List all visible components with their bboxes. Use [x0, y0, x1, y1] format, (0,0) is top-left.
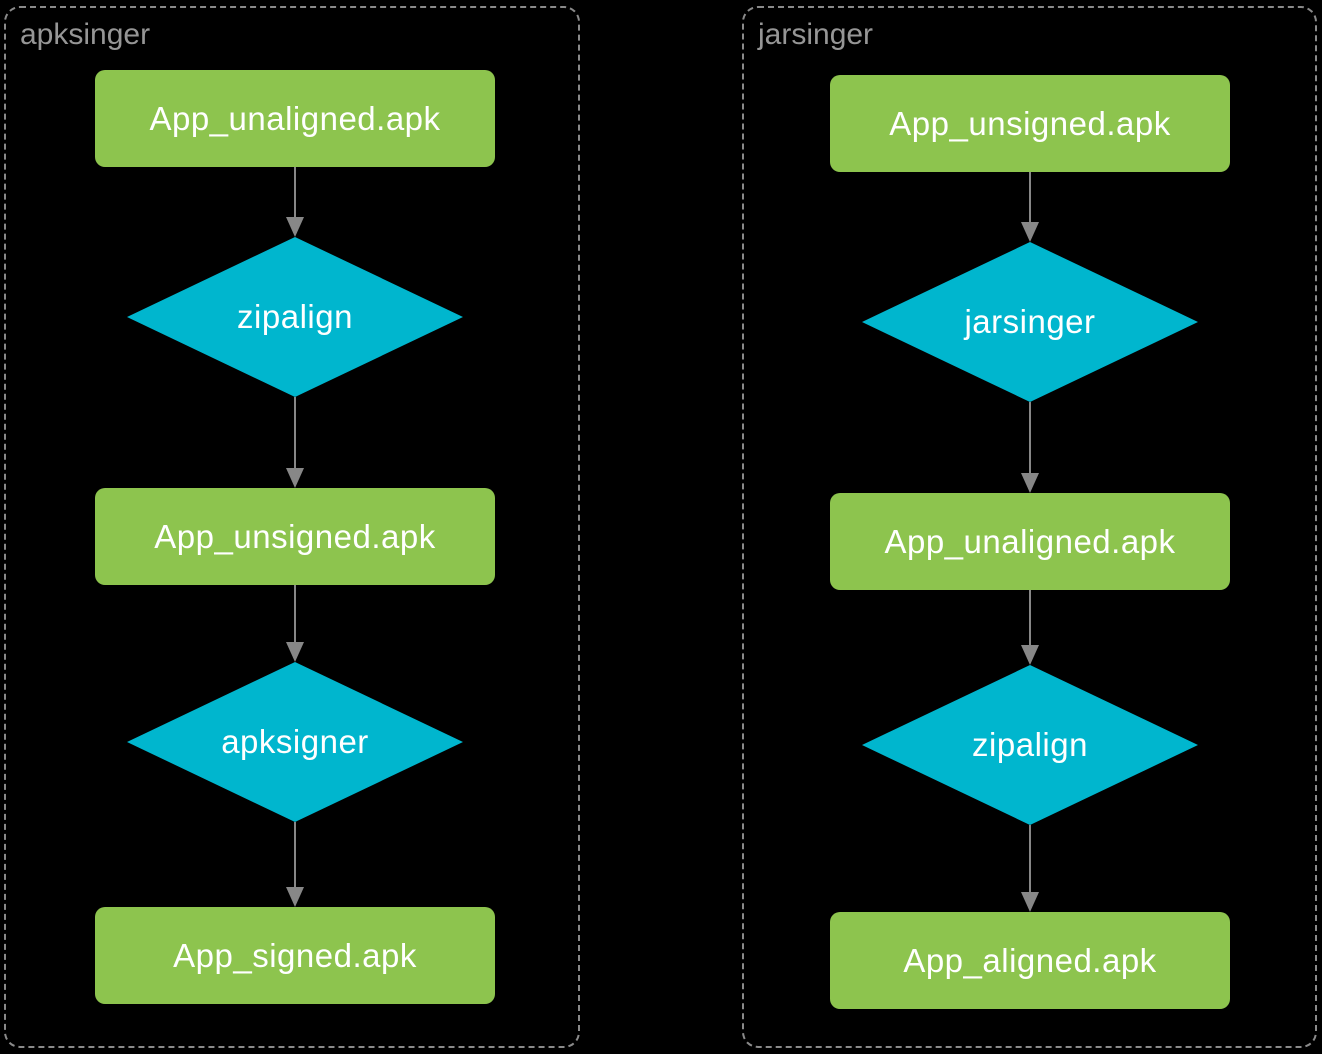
arrow-head-icon: [1021, 473, 1039, 493]
arrow-head-icon: [286, 642, 304, 662]
node-label: App_signed.apk: [173, 936, 417, 974]
node-zipalign-diamond: zipalign: [862, 665, 1198, 825]
arrow-stem: [1029, 402, 1031, 473]
arrow-stem: [294, 167, 296, 217]
flow-arrow: [1021, 402, 1039, 493]
node-label: zipalign: [972, 726, 1088, 763]
arrow-head-icon: [286, 217, 304, 237]
node-app-unsigned-apk: App_unsigned.apk: [830, 75, 1230, 172]
panel-label-jarsinger: jarsinger: [758, 18, 874, 51]
flow-arrow: [1021, 172, 1039, 242]
node-label: App_unsigned.apk: [889, 104, 1171, 142]
node-label: App_unaligned.apk: [884, 522, 1176, 560]
arrow-stem: [294, 397, 296, 468]
node-app-unaligned-apk: App_unaligned.apk: [830, 493, 1230, 590]
arrow-head-icon: [286, 887, 304, 907]
arrow-stem: [294, 585, 296, 642]
node-label: apksigner: [221, 723, 369, 760]
panel-apksinger: apksinger App_unaligned.apk zipalign App…: [4, 6, 580, 1048]
node-zipalign-diamond: zipalign: [127, 237, 463, 397]
flow-arrow: [286, 397, 304, 488]
arrow-head-icon: [1021, 892, 1039, 912]
arrow-stem: [1029, 172, 1031, 222]
node-apksigner-diamond: apksigner: [127, 662, 463, 822]
node-app-unsigned-apk: App_unsigned.apk: [95, 488, 495, 585]
node-label: App_unaligned.apk: [149, 99, 441, 137]
panel-jarsinger: jarsinger App_unsigned.apk jarsinger App…: [742, 6, 1317, 1048]
arrow-head-icon: [1021, 645, 1039, 665]
flow-arrow: [286, 822, 304, 907]
arrow-head-icon: [1021, 222, 1039, 242]
node-label: App_aligned.apk: [903, 941, 1157, 979]
node-app-aligned-apk: App_aligned.apk: [830, 912, 1230, 1009]
panel-label-apksinger: apksinger: [20, 18, 151, 51]
flow-arrow: [1021, 590, 1039, 665]
node-label: zipalign: [237, 298, 353, 335]
node-app-unaligned-apk: App_unaligned.apk: [95, 70, 495, 167]
flow-arrow: [1021, 825, 1039, 912]
flow-arrow: [286, 167, 304, 237]
node-label: jarsinger: [964, 303, 1096, 340]
arrow-stem: [1029, 590, 1031, 645]
node-app-signed-apk: App_signed.apk: [95, 907, 495, 1004]
arrow-stem: [1029, 825, 1031, 892]
node-jarsinger-diamond: jarsinger: [862, 242, 1198, 402]
arrow-head-icon: [286, 468, 304, 488]
node-label: App_unsigned.apk: [154, 517, 436, 555]
arrow-stem: [294, 822, 296, 887]
flow-arrow: [286, 585, 304, 662]
